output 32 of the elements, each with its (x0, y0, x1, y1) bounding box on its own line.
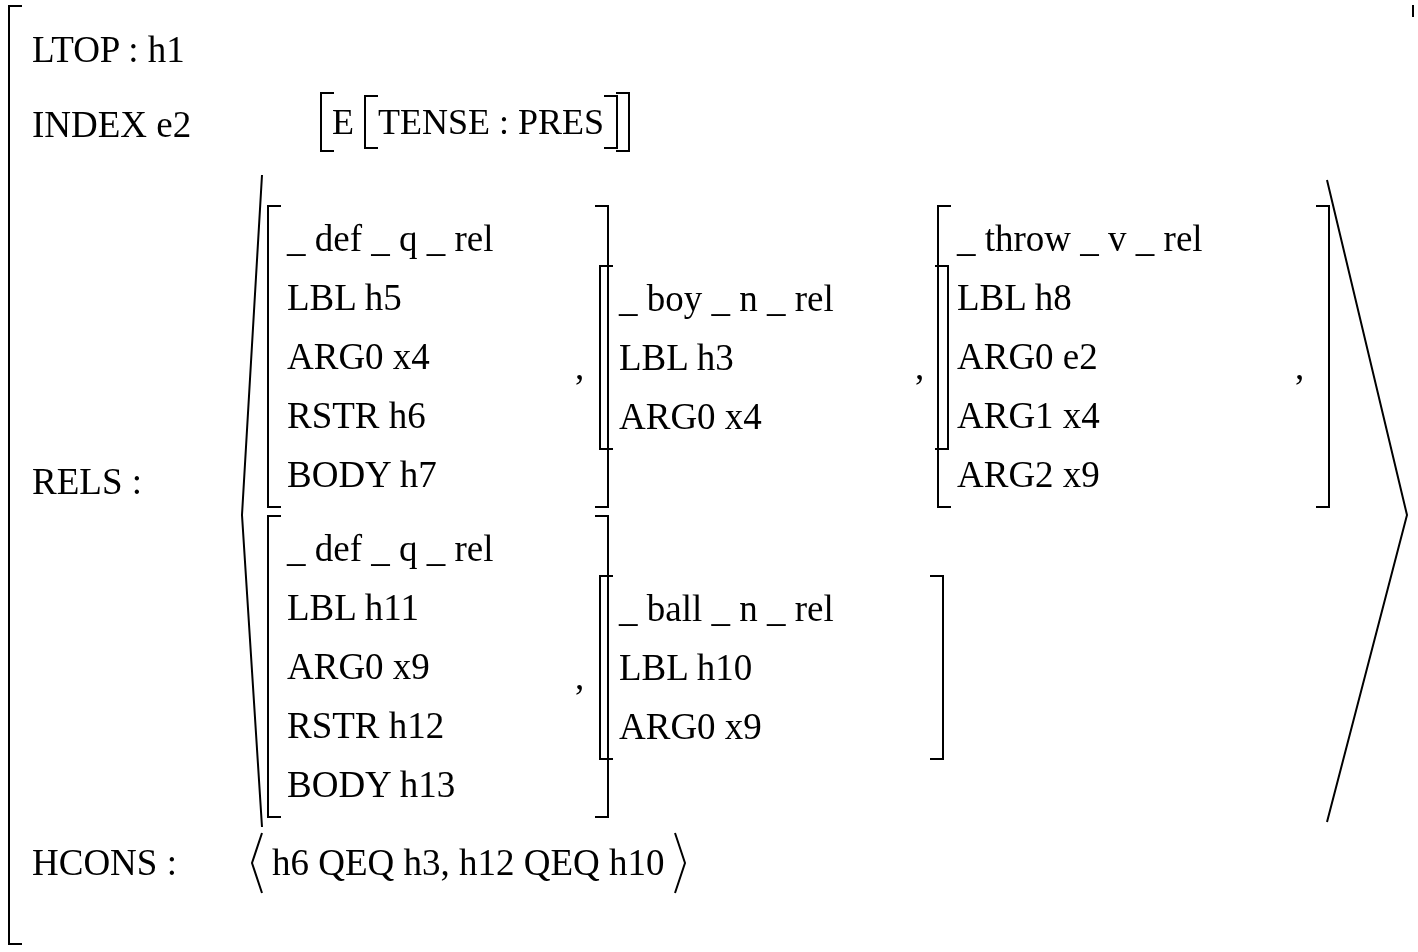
feature-text: ARG0 e2 (957, 335, 1098, 379)
feature-text: LBL h11 (287, 586, 419, 630)
feature-text: RSTR h12 (287, 704, 445, 748)
feature-text: _ throw _ v _ rel (957, 217, 1203, 261)
feature-text: h6 QEQ h3, h12 QEQ h10 (272, 841, 665, 885)
feature-text: ARG0 x4 (287, 335, 430, 379)
feature-text: RSTR h6 (287, 394, 426, 438)
comma: , (915, 345, 925, 389)
feature-text: RELS : (32, 460, 142, 504)
feature-text: ARG2 x9 (957, 453, 1100, 497)
feature-text: ARG0 x9 (619, 705, 762, 749)
feature-text: LTOP : h1 (32, 28, 185, 72)
feature-text: LBL h10 (619, 646, 753, 690)
feature-text: BODY h7 (287, 453, 437, 497)
feature-text: _ def _ q _ rel (287, 527, 494, 571)
feature-text: _ boy _ n _ rel (619, 277, 834, 321)
feature-text: INDEX e2 (32, 103, 192, 147)
comma: , (575, 655, 585, 699)
feature-text: BODY h13 (287, 763, 456, 807)
feature-text: ARG0 x9 (287, 645, 430, 689)
comma: , (1295, 345, 1305, 389)
feature-text: TENSE : PRES (378, 101, 605, 144)
feature-text: LBL h3 (619, 336, 734, 380)
feature-text: ARG1 x4 (957, 394, 1100, 438)
feature-text: _ ball _ n _ rel (619, 587, 834, 631)
feature-text: _ def _ q _ rel (287, 217, 494, 261)
feature-text: HCONS : (32, 841, 177, 885)
feature-text: ARG0 x4 (619, 395, 762, 439)
feature-text: LBL h5 (287, 276, 402, 320)
comma: , (575, 345, 585, 389)
feature-text: E (332, 101, 354, 144)
feature-text: LBL h8 (957, 276, 1072, 320)
